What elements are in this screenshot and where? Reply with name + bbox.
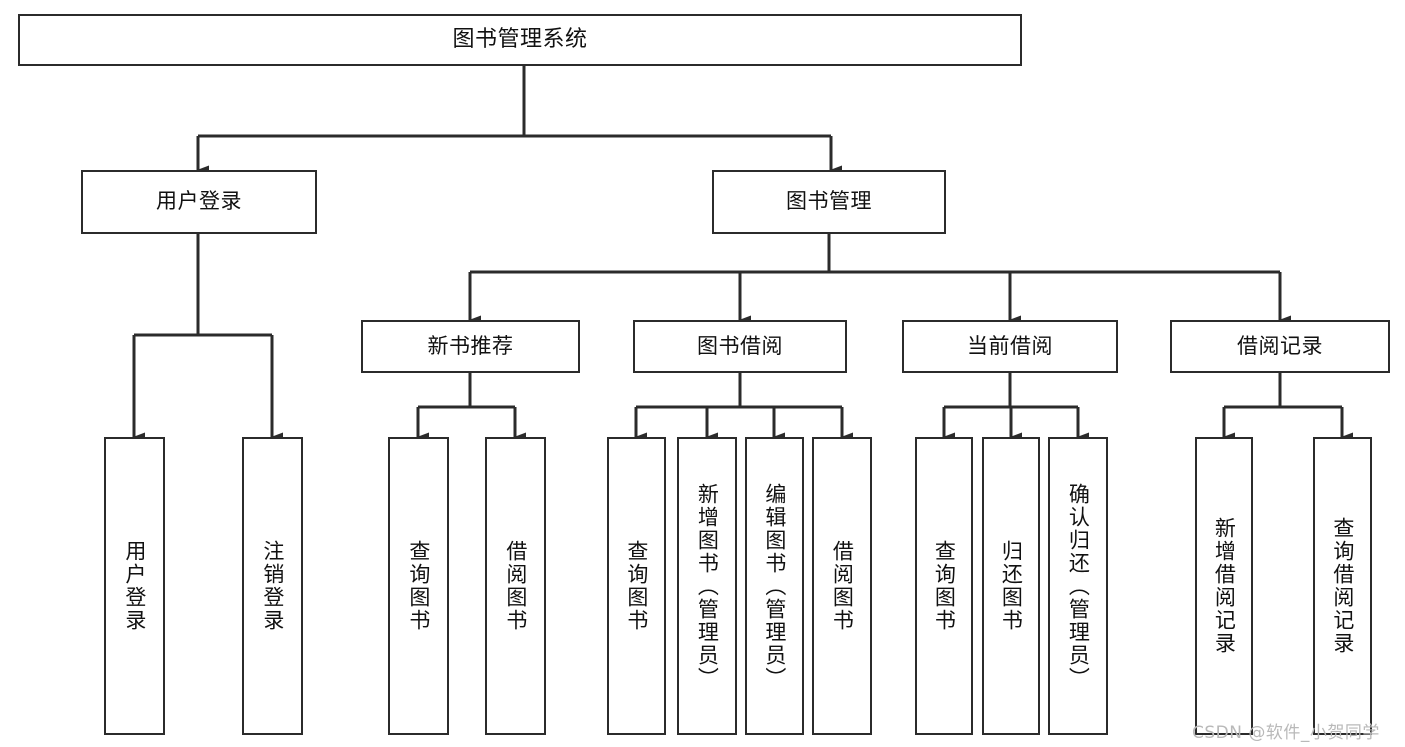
node-root-system[interactable]: 图书管理系统 xyxy=(18,14,1022,66)
leaf-record-add-record[interactable]: 新增借阅记录 xyxy=(1195,437,1253,735)
leaf-borrow-borrow-book[interactable]: 借阅图书 xyxy=(812,437,872,735)
node-label: 查询图书 xyxy=(932,540,957,632)
node-label: 新增图书（管理员） xyxy=(695,482,720,690)
leaf-user-login-login[interactable]: 用户登录 xyxy=(104,437,165,735)
csdn-watermark: CSDN @软件_小贺同学 xyxy=(1192,723,1380,743)
node-label: 新书推荐 xyxy=(427,333,514,358)
node-label: 编辑图书（管理员） xyxy=(762,482,787,690)
leaf-recommend-borrow-book[interactable]: 借阅图书 xyxy=(485,437,546,735)
node-user-login[interactable]: 用户登录 xyxy=(81,170,317,234)
node-label: 确认归还（管理员） xyxy=(1066,482,1091,690)
node-label: 图书管理 xyxy=(786,189,872,214)
leaf-user-login-logout[interactable]: 注销登录 xyxy=(242,437,303,735)
node-label: 查询借阅记录 xyxy=(1330,517,1355,655)
leaf-current-confirm-return-admin[interactable]: 确认归还（管理员） xyxy=(1048,437,1108,735)
leaf-record-query-record[interactable]: 查询借阅记录 xyxy=(1313,437,1372,735)
node-current-borrow[interactable]: 当前借阅 xyxy=(902,320,1118,373)
node-label: 查询图书 xyxy=(406,540,431,632)
node-label: 归还图书 xyxy=(999,540,1024,632)
leaf-borrow-add-book-admin[interactable]: 新增图书（管理员） xyxy=(677,437,737,735)
node-book-borrow[interactable]: 图书借阅 xyxy=(633,320,847,373)
leaf-current-return-book[interactable]: 归还图书 xyxy=(982,437,1040,735)
node-label: 用户登录 xyxy=(156,189,242,214)
node-label: 借阅图书 xyxy=(503,540,528,632)
node-book-management[interactable]: 图书管理 xyxy=(712,170,946,234)
leaf-borrow-query-book[interactable]: 查询图书 xyxy=(607,437,666,735)
leaf-borrow-edit-book-admin[interactable]: 编辑图书（管理员） xyxy=(745,437,804,735)
node-new-book-recommend[interactable]: 新书推荐 xyxy=(361,320,580,373)
node-label: 借阅记录 xyxy=(1237,333,1323,358)
leaf-recommend-query-book[interactable]: 查询图书 xyxy=(388,437,449,735)
node-borrow-record[interactable]: 借阅记录 xyxy=(1170,320,1390,373)
node-label: 注销登录 xyxy=(260,540,285,632)
node-label: 用户登录 xyxy=(122,540,147,632)
node-label: 查询图书 xyxy=(624,540,649,632)
node-label: 新增借阅记录 xyxy=(1212,517,1237,655)
leaf-current-query-book[interactable]: 查询图书 xyxy=(915,437,973,735)
node-label: 图书借阅 xyxy=(697,333,783,358)
node-label: 图书管理系统 xyxy=(452,26,588,52)
node-label: 当前借阅 xyxy=(967,333,1053,358)
node-label: 借阅图书 xyxy=(830,540,855,632)
